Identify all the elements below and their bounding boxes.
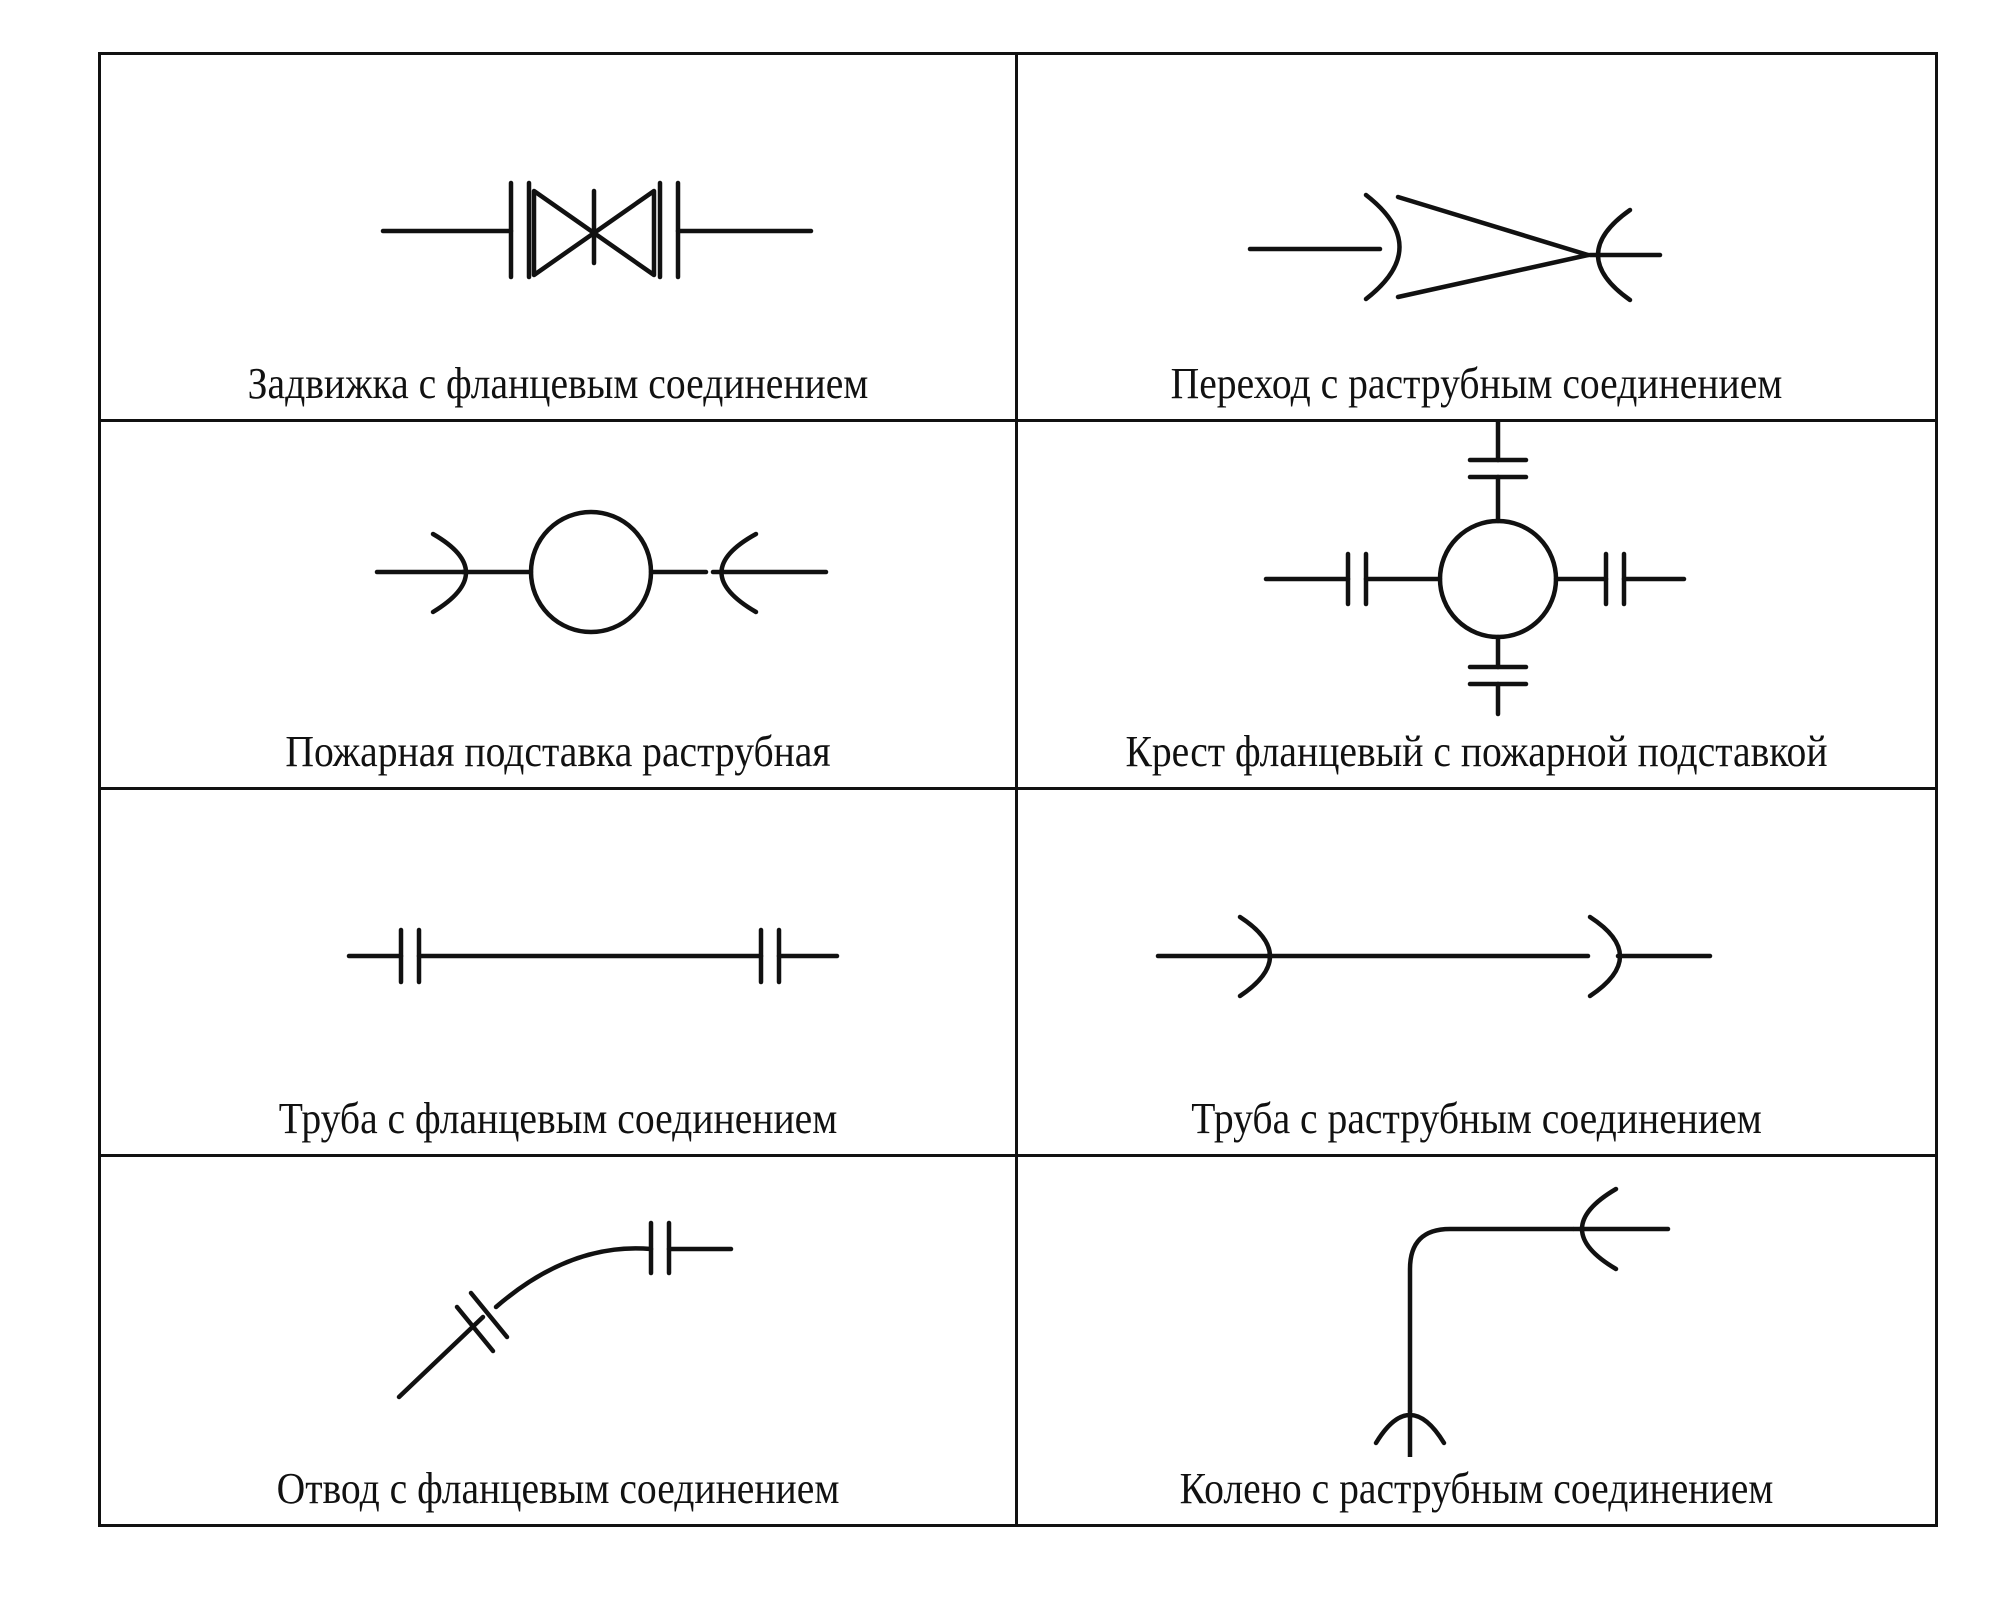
legend-cell-cross-flanged-fire-stand: Крест фланцевый с пожарной подставкой bbox=[1018, 422, 1935, 790]
legend-cell-elbow-socket: Колено с раструбным соединением bbox=[1018, 1157, 1935, 1524]
reducer-socket-icon bbox=[1247, 192, 1663, 303]
legend-cell-pipe-flanged: Труба с фланцевым соединением bbox=[101, 789, 1018, 1157]
caption-bend-flanged: Отвод с фланцевым соединением bbox=[276, 1464, 840, 1513]
bend-flanged-icon bbox=[396, 1220, 734, 1399]
legend-cell-bend-flanged: Отвод с фланцевым соединением bbox=[101, 1156, 1018, 1524]
caption-elbow-socket: Колено с раструбным соединением bbox=[1179, 1464, 1774, 1513]
caption-gate-valve-flanged: Задвижка с фланцевым соединением bbox=[247, 359, 869, 409]
legend-cell-fire-stand-socket: Пожарная подставка раструбная bbox=[101, 422, 1018, 790]
cross-flanged-fire-stand-icon bbox=[1263, 422, 1687, 717]
pipe-socket-icon bbox=[1155, 914, 1713, 998]
elbow-socket-icon bbox=[1373, 1186, 1671, 1457]
legend-cell-reducer-socket: Переход с раструбным соединением bbox=[1018, 55, 1935, 423]
caption-pipe-socket: Труба с раструбным соединением bbox=[1191, 1093, 1762, 1143]
gate-valve-flanged-icon bbox=[380, 180, 814, 280]
caption-cross-flanged-fire-stand: Крест фланцевый с пожарной подставкой bbox=[1125, 726, 1828, 776]
caption-fire-stand-socket: Пожарная подставка раструбная bbox=[285, 726, 831, 776]
legend-cell-pipe-socket: Труба с раструбным соединением bbox=[1018, 790, 1935, 1157]
pipe-symbols-legend-table: Задвижка с фланцевым соединением Переход… bbox=[98, 52, 1938, 1527]
caption-pipe-flanged: Труба с фланцевым соединением bbox=[278, 1093, 838, 1143]
fire-hydrant-stand-socket-icon bbox=[374, 510, 829, 635]
pipe-flanged-icon bbox=[346, 927, 840, 984]
caption-reducer-socket: Переход с раструбным соединением bbox=[1170, 359, 1783, 409]
legend-cell-gate-valve-flanged: Задвижка с фланцевым соединением bbox=[101, 55, 1018, 423]
